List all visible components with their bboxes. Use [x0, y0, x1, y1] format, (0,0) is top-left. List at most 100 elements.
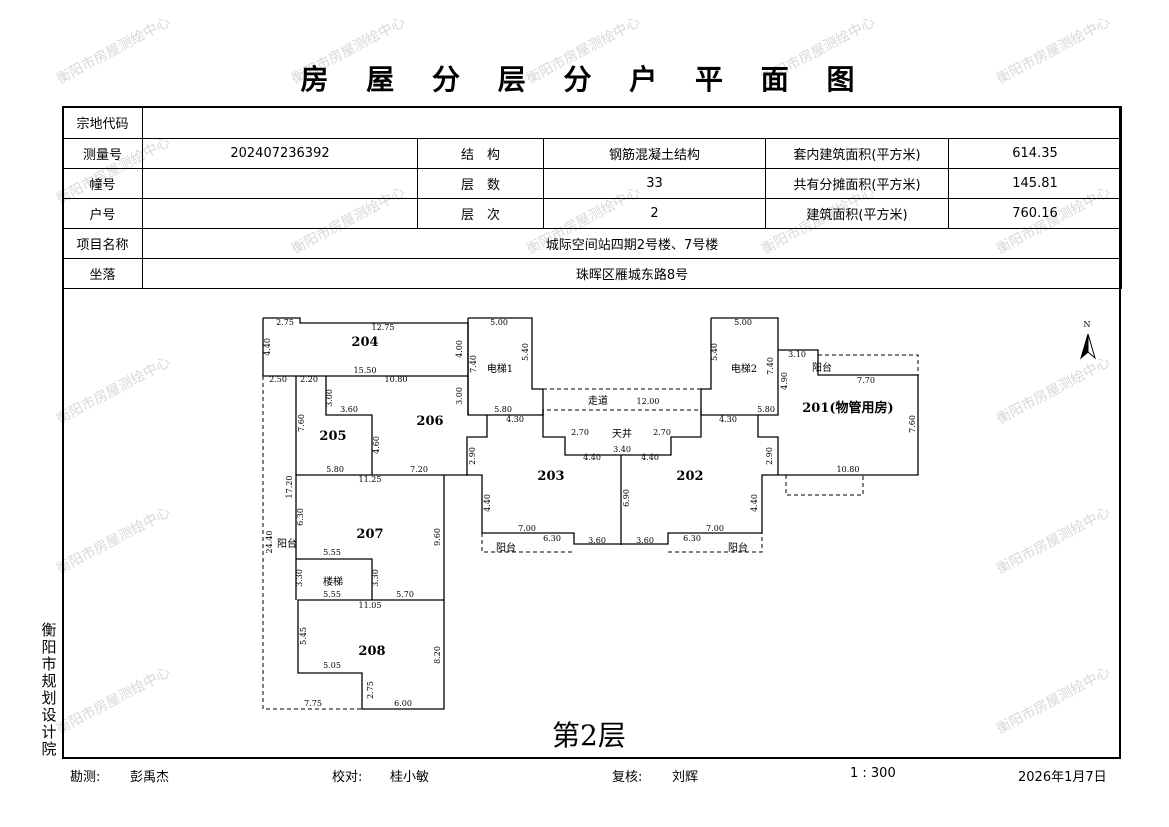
space-label: 走道: [588, 394, 608, 407]
surveyor-name: 彭禹杰: [130, 770, 170, 785]
wall-line: [778, 349, 919, 476]
dimension-label: 3.10: [788, 350, 806, 359]
north-label: N: [1084, 320, 1091, 329]
dimension-label: 2.90: [468, 447, 477, 465]
side-organization: 衡阳市规划设计院: [41, 621, 57, 758]
floor-no-value: 2: [543, 198, 766, 229]
dimension-label: 2.75: [366, 681, 375, 699]
date: 2026年1月7日: [1018, 770, 1107, 785]
north-arrow-icon: [1087, 333, 1096, 360]
dimension-label: 17.20: [285, 476, 294, 499]
dimension-label: 5.45: [299, 627, 308, 645]
dimension-label: 10.80: [837, 465, 860, 474]
inner-area-value: 614.35: [948, 138, 1122, 169]
dimension-label: 4.40: [583, 453, 601, 462]
balcony-outline: [785, 475, 864, 496]
dimension-label: 15.50: [354, 366, 377, 375]
space-label: 阳台: [496, 541, 516, 554]
dimension-label: 2.20: [300, 375, 318, 384]
balcony-outline: [262, 376, 362, 710]
floors-value: 33: [543, 168, 766, 199]
dimension-label: 5.80: [757, 405, 775, 414]
balcony-outline: [818, 354, 919, 375]
dimension-label: 6.90: [622, 489, 631, 507]
room-label: 204: [351, 335, 378, 350]
dimension-label: 5.00: [734, 318, 752, 327]
dimension-label: 4.90: [780, 372, 789, 390]
dimension-label: 7.60: [297, 414, 306, 432]
dimension-label: 5.05: [323, 661, 341, 670]
balcony-outline: [668, 533, 763, 553]
plan-frame: [62, 106, 1121, 759]
structure-value: 钢筋混凝土结构: [543, 138, 766, 169]
space-label: 电梯1: [487, 362, 513, 375]
dimension-label: 2.70: [571, 428, 589, 437]
dimension-label: 6.30: [296, 508, 305, 526]
space-label: 阳台: [277, 537, 297, 550]
dimension-label: 3.30: [295, 569, 304, 587]
dimension-label: 4.40: [641, 453, 659, 462]
dimension-label: 7.60: [908, 415, 917, 433]
surveyor-label: 勘测:: [70, 770, 101, 785]
dimension-label: 5.70: [396, 590, 414, 599]
dimension-label: 4.30: [506, 415, 524, 424]
room-label: 205: [319, 429, 346, 444]
dimension-label: 4.40: [263, 338, 272, 356]
dimension-label: 11.05: [359, 601, 382, 610]
room-label: 207: [356, 527, 383, 542]
dimension-label: 6.30: [543, 534, 561, 543]
dimension-label: 7.20: [410, 465, 428, 474]
dimension-label: 4.40: [750, 494, 759, 512]
dimension-label: 3.00: [455, 387, 464, 405]
corridor-outline: [542, 388, 702, 411]
total-area-label: 建筑面积(平方米): [765, 198, 949, 229]
room-label: 203: [537, 469, 564, 484]
dimension-label: 3.60: [340, 405, 358, 414]
floor-label: 第2层: [552, 719, 626, 752]
dimension-label: 5.55: [323, 590, 341, 599]
dimension-label: 5.55: [323, 548, 341, 557]
total-area-value: 760.16: [948, 198, 1122, 229]
dimension-label: 2.90: [765, 447, 774, 465]
dimension-label: 5.40: [521, 343, 530, 361]
dimension-label: 7.00: [706, 524, 724, 533]
dimension-label: 3.60: [636, 536, 654, 545]
dimension-label: 11.25: [359, 475, 382, 484]
wall-line: [297, 475, 445, 710]
dimension-label: 12.00: [637, 397, 660, 406]
reviewer-name: 刘辉: [672, 770, 699, 785]
page-title: 房 屋 分 层 分 户 平 面 图: [300, 63, 869, 96]
room-label: 206: [416, 414, 443, 429]
dimension-label: 4.60: [372, 436, 381, 454]
wall-line: [296, 558, 373, 600]
wall-line: [325, 376, 373, 475]
dimension-label: 10.80: [385, 375, 408, 384]
dimension-label: 7.40: [766, 357, 775, 375]
space-label: 电梯2: [731, 362, 757, 375]
dimension-label: 12.75: [372, 323, 395, 332]
dimension-label: 4.40: [483, 494, 492, 512]
room-label: 208: [358, 644, 385, 659]
north-arrow-icon: [1080, 333, 1089, 360]
dimension-label: 9.60: [433, 528, 442, 546]
space-label: 天井: [612, 427, 632, 440]
dimension-label: 8.20: [433, 646, 442, 664]
dimension-label: 5.40: [710, 343, 719, 361]
dimension-label: 7.40: [469, 355, 478, 373]
balcony-outline: [481, 533, 574, 553]
dimension-label: 4.30: [719, 415, 737, 424]
dimension-label: 3.00: [325, 389, 334, 407]
shared-area-value: 145.81: [948, 168, 1122, 199]
dimension-label: 2.75: [276, 318, 294, 327]
dimension-label: 5.80: [326, 465, 344, 474]
dimension-label: 7.75: [304, 699, 322, 708]
room-label: 201(物管用房): [802, 400, 893, 416]
project-label: 项目名称: [62, 228, 143, 259]
space-label: 阳台: [728, 541, 748, 554]
room-label: 202: [676, 469, 703, 484]
dimension-label: 6.00: [394, 699, 412, 708]
location-value: 珠晖区雁城东路8号: [142, 258, 1122, 289]
dimension-label: 2.70: [653, 428, 671, 437]
scale: 1 : 300: [850, 766, 896, 781]
